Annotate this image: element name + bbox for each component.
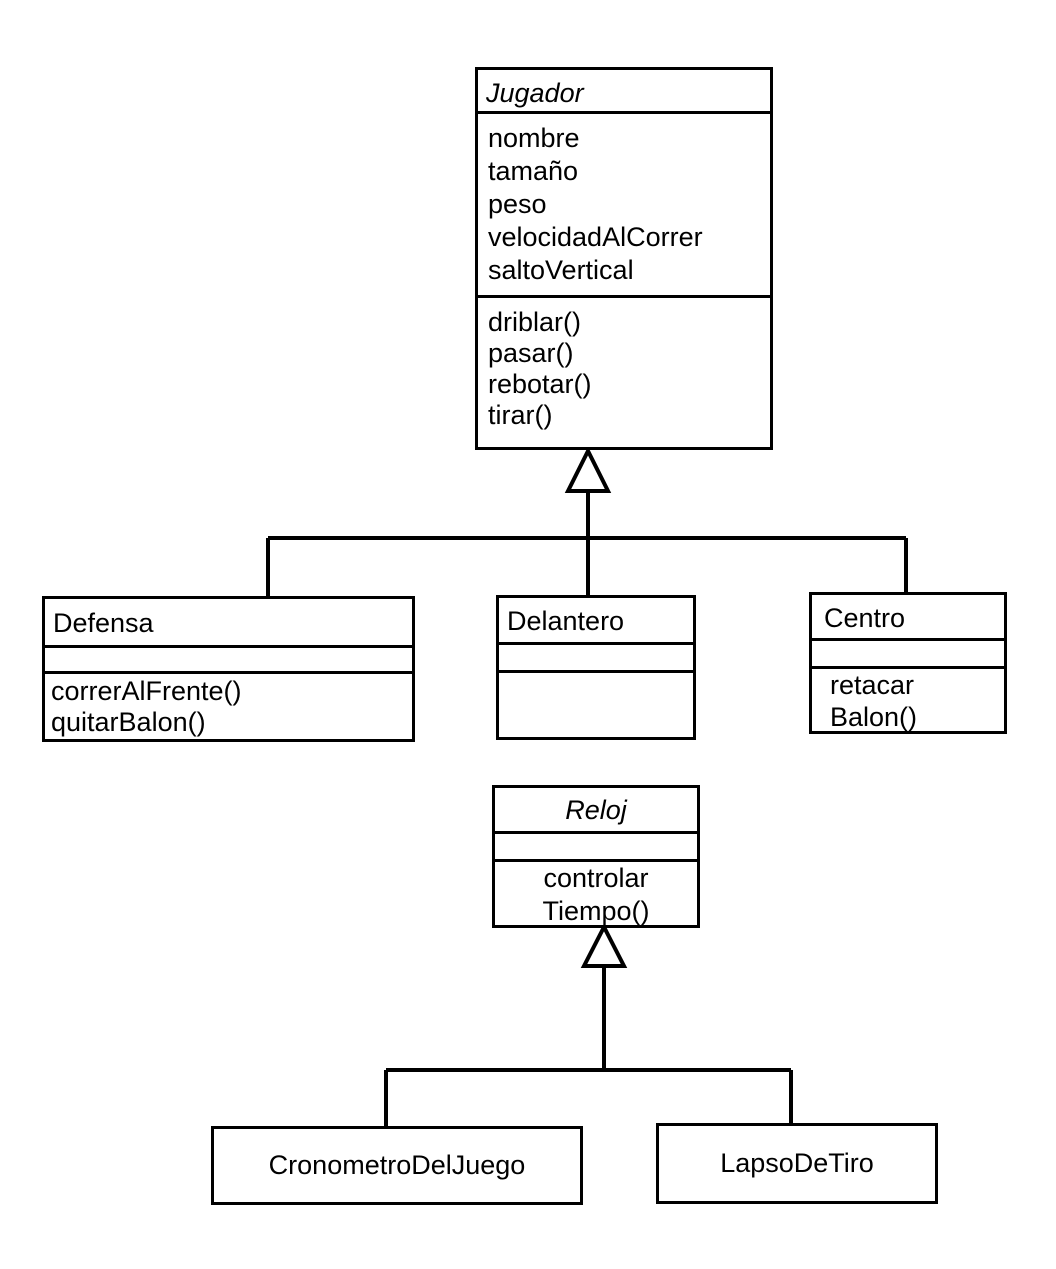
class-centro: Centro retacar Balon() (809, 592, 1007, 734)
operation-quitar-balon: quitarBalon() (51, 707, 206, 737)
class-cronometro-name: CronometroDelJuego (268, 1150, 526, 1180)
class-cronometro-del-juego: CronometroDelJuego (211, 1126, 583, 1205)
class-reloj-attributes (495, 831, 697, 859)
operation-retacar: retacar (830, 670, 915, 700)
class-reloj-operations: controlar Tiempo() (495, 859, 697, 928)
class-delantero-name: Delantero (507, 606, 625, 636)
reloj-inheritance-triangle (580, 922, 628, 968)
attribute-nombre: nombre (488, 123, 580, 153)
operation-driblar: driblar() (488, 307, 582, 337)
class-centro-name: Centro (824, 603, 906, 633)
operation-pasar: pasar() (488, 338, 574, 368)
class-lapso-name: LapsoDeTiro (720, 1148, 874, 1178)
attribute-salto: saltoVertical (488, 255, 634, 285)
class-delantero: Delantero (496, 595, 696, 740)
class-reloj-name: Reloj (565, 795, 627, 825)
class-delantero-operations (499, 670, 693, 734)
class-defensa-operations: correrAlFrente() quitarBalon() (45, 671, 412, 738)
class-jugador-attributes: nombre tamaño peso velocidadAlCorrer sal… (478, 111, 770, 295)
operation-rebotar: rebotar() (488, 369, 592, 399)
operation-tiempo: Tiempo() (542, 896, 650, 926)
class-jugador-name: Jugador (486, 78, 584, 108)
operation-correr-al-frente: correrAlFrente() (51, 676, 242, 706)
attribute-tamano: tamaño (488, 156, 579, 186)
jugador-inheritance-triangle (564, 446, 612, 493)
class-centro-attributes (812, 638, 1004, 666)
class-delantero-attributes (499, 642, 693, 670)
attribute-velocidad: velocidadAlCorrer (488, 222, 703, 252)
class-reloj: Reloj controlar Tiempo() (492, 785, 700, 928)
class-centro-operations: retacar Balon() (812, 666, 1004, 733)
class-lapso-de-tiro: LapsoDeTiro (656, 1123, 938, 1204)
attribute-peso: peso (488, 189, 547, 219)
class-defensa: Defensa correrAlFrente() quitarBalon() (42, 596, 415, 742)
class-jugador-operations: driblar() pasar() rebotar() tirar() (478, 295, 770, 431)
class-defensa-name: Defensa (53, 608, 154, 638)
operation-controlar: controlar (543, 863, 649, 893)
class-defensa-attributes (45, 645, 412, 671)
class-jugador: Jugador nombre tamaño peso velocidadAlCo… (475, 67, 773, 450)
operation-balon: Balon() (830, 702, 918, 732)
operation-tirar: tirar() (488, 400, 553, 430)
